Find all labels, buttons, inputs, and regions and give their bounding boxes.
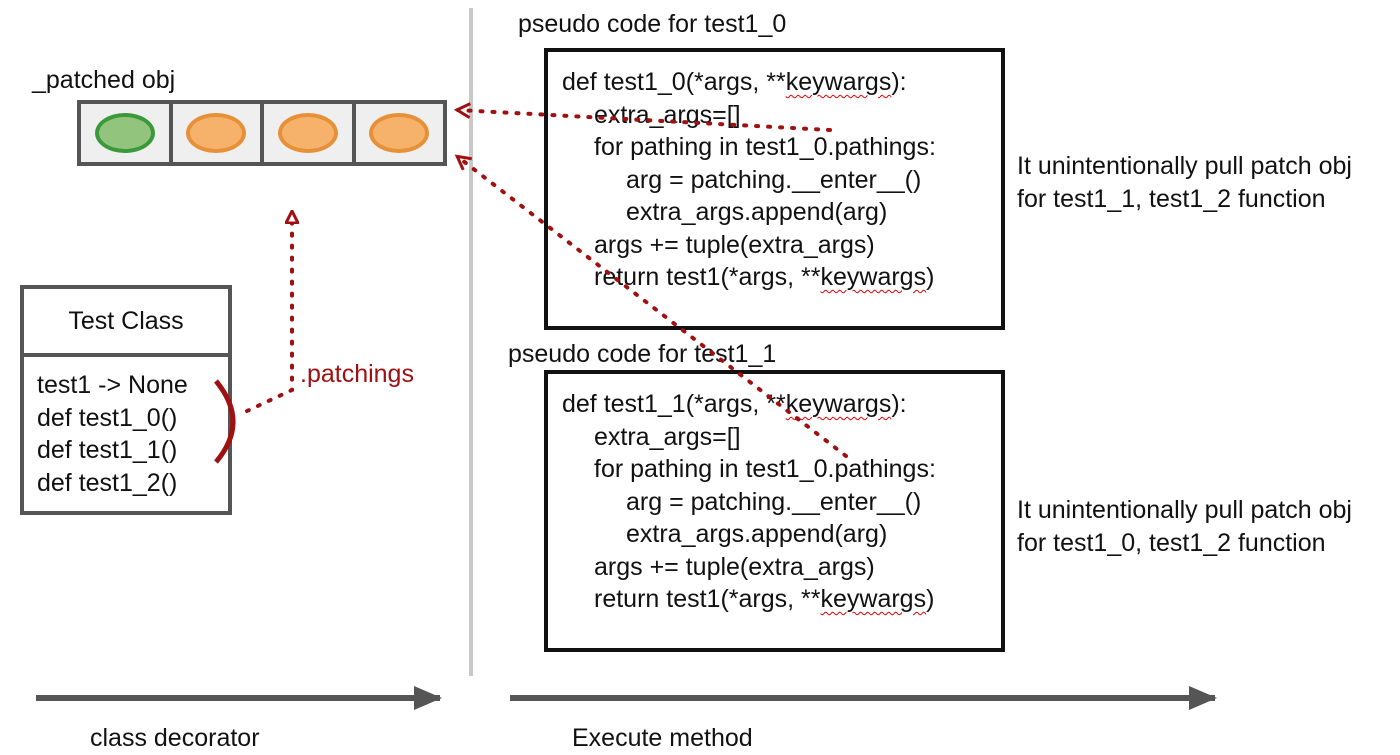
code-text: args += tuple(extra_args) [594, 230, 875, 259]
member-test1_2: def test1_2() [37, 468, 178, 497]
patched-slot-2 [264, 104, 356, 162]
test-class-members: test1 -> None def test1_0() def test1_1(… [24, 357, 228, 499]
code-line: def test1_0(*args, **keywargs): [562, 66, 1001, 99]
code-line: for pathing in test1_0.pathings: [562, 453, 1001, 486]
code-text: extra_args.append(arg) [626, 198, 888, 226]
patchings-label: .patchings [300, 360, 414, 388]
patched-obj-array [77, 100, 447, 166]
patched-obj-label: _patched obj [32, 66, 176, 94]
section-divider [469, 8, 473, 676]
code-line: extra_args=[] [562, 99, 1001, 132]
spellcheck-word: keywargs [785, 390, 892, 418]
patch-object-green [94, 113, 155, 153]
code-text: return test1(*args, ** [594, 585, 821, 613]
spellcheck-word: keywargs [820, 263, 927, 291]
code-text: return test1(*args, ** [594, 263, 821, 291]
test-class-title: Test Class [24, 289, 228, 357]
member-test1_1: def test1_1() [37, 436, 178, 464]
code-text: extra_args=[] [594, 422, 741, 451]
arrow-test1_0-to-patched [458, 110, 832, 132]
code-line: return test1(*args, **keywargs) [562, 261, 1001, 294]
patch-object-orange [277, 113, 338, 153]
code-text: arg = patching.__enter__() [626, 487, 922, 516]
code-line: for pathing in test1_0.pathings: [562, 131, 1001, 164]
member-test1_0: def test1_0() [37, 403, 178, 432]
patched-slot-0 [81, 104, 173, 162]
members-bracket [214, 379, 236, 464]
timeline-label-left: class decorator [90, 724, 260, 752]
patchings-arrow [245, 217, 292, 413]
code-box-1: def test1_1(*args, **keywargs):extra_arg… [544, 370, 1005, 652]
code-text: for pathing in test1_0.pathings: [594, 455, 936, 483]
code-line: args += tuple(extra_args) [562, 551, 1001, 584]
code-text: ): [891, 390, 907, 418]
spellcheck-word: keywargs [820, 585, 927, 613]
note-1: It unintentionally pull patch obj for te… [1017, 494, 1352, 559]
patched-slot-1 [173, 104, 264, 162]
code-title-1: pseudo code for test1_1 [508, 340, 777, 368]
note-1-line-1: for test1_0, test1_2 function [1017, 528, 1326, 557]
test-class-box: Test Class test1 -> None def test1_0() d… [20, 285, 232, 515]
note-0-line-1: for test1_1, test1_2 function [1017, 184, 1326, 213]
code-line: return test1(*args, **keywargs) [562, 583, 1001, 616]
spellcheck-word: keywargs [785, 68, 892, 96]
code-line: def test1_1(*args, **keywargs): [562, 388, 1001, 421]
code-text: def test1_1(*args, ** [562, 390, 786, 418]
code-box-0: def test1_0(*args, **keywargs):extra_arg… [544, 48, 1005, 330]
code-line: args += tuple(extra_args) [562, 229, 1001, 262]
code-text: ) [926, 585, 935, 613]
code-text: extra_args.append(arg) [626, 520, 888, 548]
code-text: for pathing in test1_0.pathings: [594, 133, 936, 161]
code-line: arg = patching.__enter__() [562, 164, 1001, 197]
code-line: arg = patching.__enter__() [562, 486, 1001, 519]
note-0: It unintentionally pull patch obj for te… [1017, 150, 1352, 215]
code-line: extra_args.append(arg) [562, 196, 1001, 229]
patch-object-orange [186, 113, 247, 153]
timeline-label-right: Execute method [572, 724, 753, 752]
code-lines-1: def test1_1(*args, **keywargs):extra_arg… [548, 374, 1001, 616]
code-text: args += tuple(extra_args) [594, 552, 875, 581]
code-line: extra_args=[] [562, 421, 1001, 454]
arrow-test1_1-to-patched [458, 157, 848, 458]
code-text: ): [891, 68, 907, 96]
code-text: ) [926, 263, 935, 291]
note-1-line-0: It unintentionally pull patch obj [1017, 496, 1352, 524]
patched-slot-3 [356, 104, 444, 162]
code-lines-0: def test1_0(*args, **keywargs):extra_arg… [548, 52, 1001, 294]
code-text: arg = patching.__enter__() [626, 165, 922, 194]
code-text: extra_args=[] [594, 100, 741, 129]
code-title-0: pseudo code for test1_0 [518, 10, 787, 38]
code-line: extra_args.append(arg) [562, 518, 1001, 551]
note-0-line-0: It unintentionally pull patch obj [1017, 152, 1352, 180]
patch-object-orange [369, 113, 430, 153]
code-text: def test1_0(*args, ** [562, 68, 786, 96]
member-test1: test1 -> None [37, 371, 188, 399]
